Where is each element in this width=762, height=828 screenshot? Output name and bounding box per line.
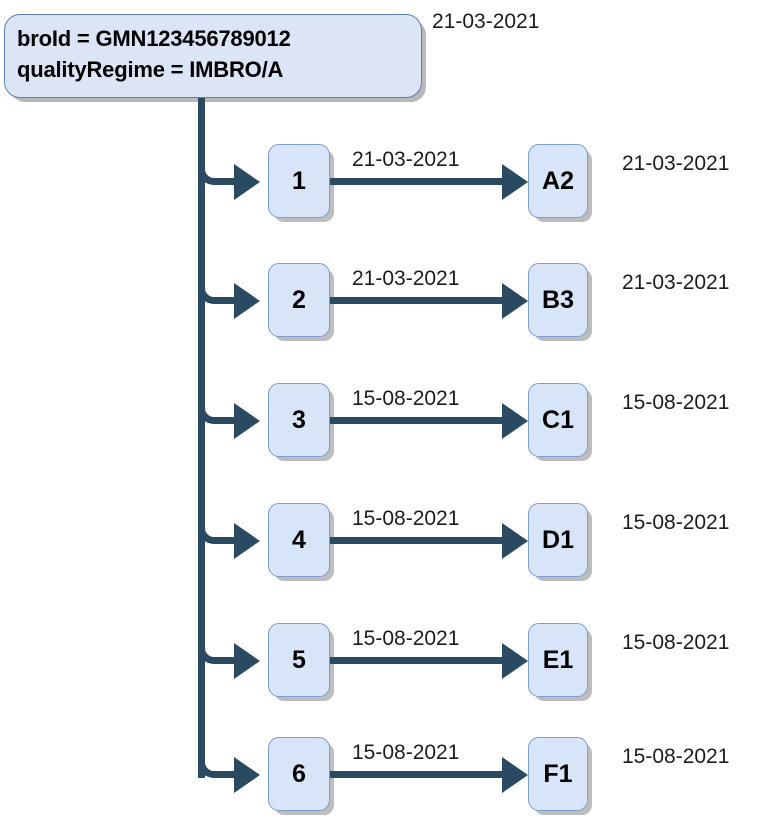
edge-line-1 xyxy=(330,178,520,185)
row-date-6: 15-08-2021 xyxy=(622,745,729,769)
node-right-5[interactable]: E1 xyxy=(528,623,588,697)
node-right-3[interactable]: C1 xyxy=(528,383,588,457)
branch-elbow-4 xyxy=(198,511,222,544)
node-left-2-label: 2 xyxy=(292,285,306,314)
row-date-2-text: 21-03-2021 xyxy=(622,271,730,294)
branch-elbow-6 xyxy=(198,745,222,778)
root-callout-line-broid: broId = GMN123456789012 xyxy=(17,26,291,51)
branch-stub-2 xyxy=(216,297,236,304)
node-right-3-label: C1 xyxy=(542,405,574,434)
edge-label-1: 21-03-2021 xyxy=(352,148,459,172)
node-left-6[interactable]: 6 xyxy=(268,737,330,811)
row-date-1-text: 21-03-2021 xyxy=(622,152,730,175)
edge-label-2-text: 21-03-2021 xyxy=(352,267,460,290)
node-right-4-label: D1 xyxy=(542,525,574,554)
edge-arrowhead-5 xyxy=(502,642,528,679)
branch-arrowhead-1 xyxy=(234,163,260,200)
row-date-5-text: 15-08-2021 xyxy=(622,631,730,654)
branch-stub-5 xyxy=(216,657,236,664)
edge-arrowhead-2 xyxy=(502,282,528,319)
branch-stub-4 xyxy=(216,537,236,544)
node-left-3[interactable]: 3 xyxy=(268,383,330,457)
branch-elbow-2 xyxy=(198,271,222,304)
root-callout-box: broId = GMN123456789012 qualityRegime = … xyxy=(4,14,422,98)
branch-arrowhead-2 xyxy=(234,282,260,319)
node-left-4-label: 4 xyxy=(292,525,306,554)
node-right-6-label: F1 xyxy=(543,759,573,788)
edge-label-1-text: 21-03-2021 xyxy=(352,148,460,171)
edge-line-2 xyxy=(330,297,520,304)
branch-elbow-3 xyxy=(198,391,222,424)
edge-label-4: 15-08-2021 xyxy=(352,507,459,531)
branch-arrowhead-3 xyxy=(234,402,260,439)
node-left-1[interactable]: 1 xyxy=(268,144,330,218)
row-date-3: 15-08-2021 xyxy=(622,391,729,415)
row-date-2: 21-03-2021 xyxy=(622,271,729,295)
branch-elbow-5 xyxy=(198,631,222,664)
branch-stub-3 xyxy=(216,417,236,424)
node-left-2[interactable]: 2 xyxy=(268,263,330,337)
branch-arrowhead-4 xyxy=(234,522,260,559)
row-date-6-text: 15-08-2021 xyxy=(622,745,730,768)
node-left-5[interactable]: 5 xyxy=(268,623,330,697)
row-date-3-text: 15-08-2021 xyxy=(622,391,730,414)
node-left-3-label: 3 xyxy=(292,405,306,434)
edge-label-3-text: 15-08-2021 xyxy=(352,387,460,410)
edge-arrowhead-1 xyxy=(502,163,528,200)
node-left-1-label: 1 xyxy=(292,166,306,195)
node-left-4[interactable]: 4 xyxy=(268,503,330,577)
branch-stub-1 xyxy=(216,178,236,185)
row-date-1: 21-03-2021 xyxy=(622,152,729,176)
edge-label-5: 15-08-2021 xyxy=(352,627,459,651)
branch-arrowhead-5 xyxy=(234,642,260,679)
node-left-6-label: 6 xyxy=(292,759,306,788)
row-date-4: 15-08-2021 xyxy=(622,511,729,535)
edge-line-6 xyxy=(330,771,520,778)
edge-label-6: 15-08-2021 xyxy=(352,741,459,765)
node-right-2[interactable]: B3 xyxy=(528,263,588,337)
branch-elbow-1 xyxy=(198,152,222,185)
edge-line-4 xyxy=(330,537,520,544)
edge-arrowhead-4 xyxy=(502,522,528,559)
edge-label-2: 21-03-2021 xyxy=(352,267,459,291)
node-left-5-label: 5 xyxy=(292,645,306,674)
branch-stub-6 xyxy=(216,771,236,778)
edge-arrowhead-6 xyxy=(502,756,528,793)
row-date-4-text: 15-08-2021 xyxy=(622,511,730,534)
trunk-line xyxy=(198,98,205,778)
edge-line-3 xyxy=(330,417,520,424)
node-right-5-label: E1 xyxy=(542,645,574,674)
branch-arrowhead-6 xyxy=(234,756,260,793)
root-callout-line-qualityregime: qualityRegime = IMBRO/A xyxy=(17,57,284,82)
edge-line-5 xyxy=(330,657,520,664)
edge-label-3: 15-08-2021 xyxy=(352,387,459,411)
node-right-6[interactable]: F1 xyxy=(528,737,588,811)
edge-arrowhead-3 xyxy=(502,402,528,439)
node-right-4[interactable]: D1 xyxy=(528,503,588,577)
node-right-1-label: A2 xyxy=(542,166,574,195)
edge-label-4-text: 15-08-2021 xyxy=(352,507,460,530)
node-right-2-label: B3 xyxy=(542,285,574,314)
row-date-5: 15-08-2021 xyxy=(622,631,729,655)
node-right-1[interactable]: A2 xyxy=(528,144,588,218)
root-date-label: 21-03-2021 xyxy=(432,10,540,33)
edge-label-6-text: 15-08-2021 xyxy=(352,741,460,764)
edge-label-5-text: 15-08-2021 xyxy=(352,627,460,650)
